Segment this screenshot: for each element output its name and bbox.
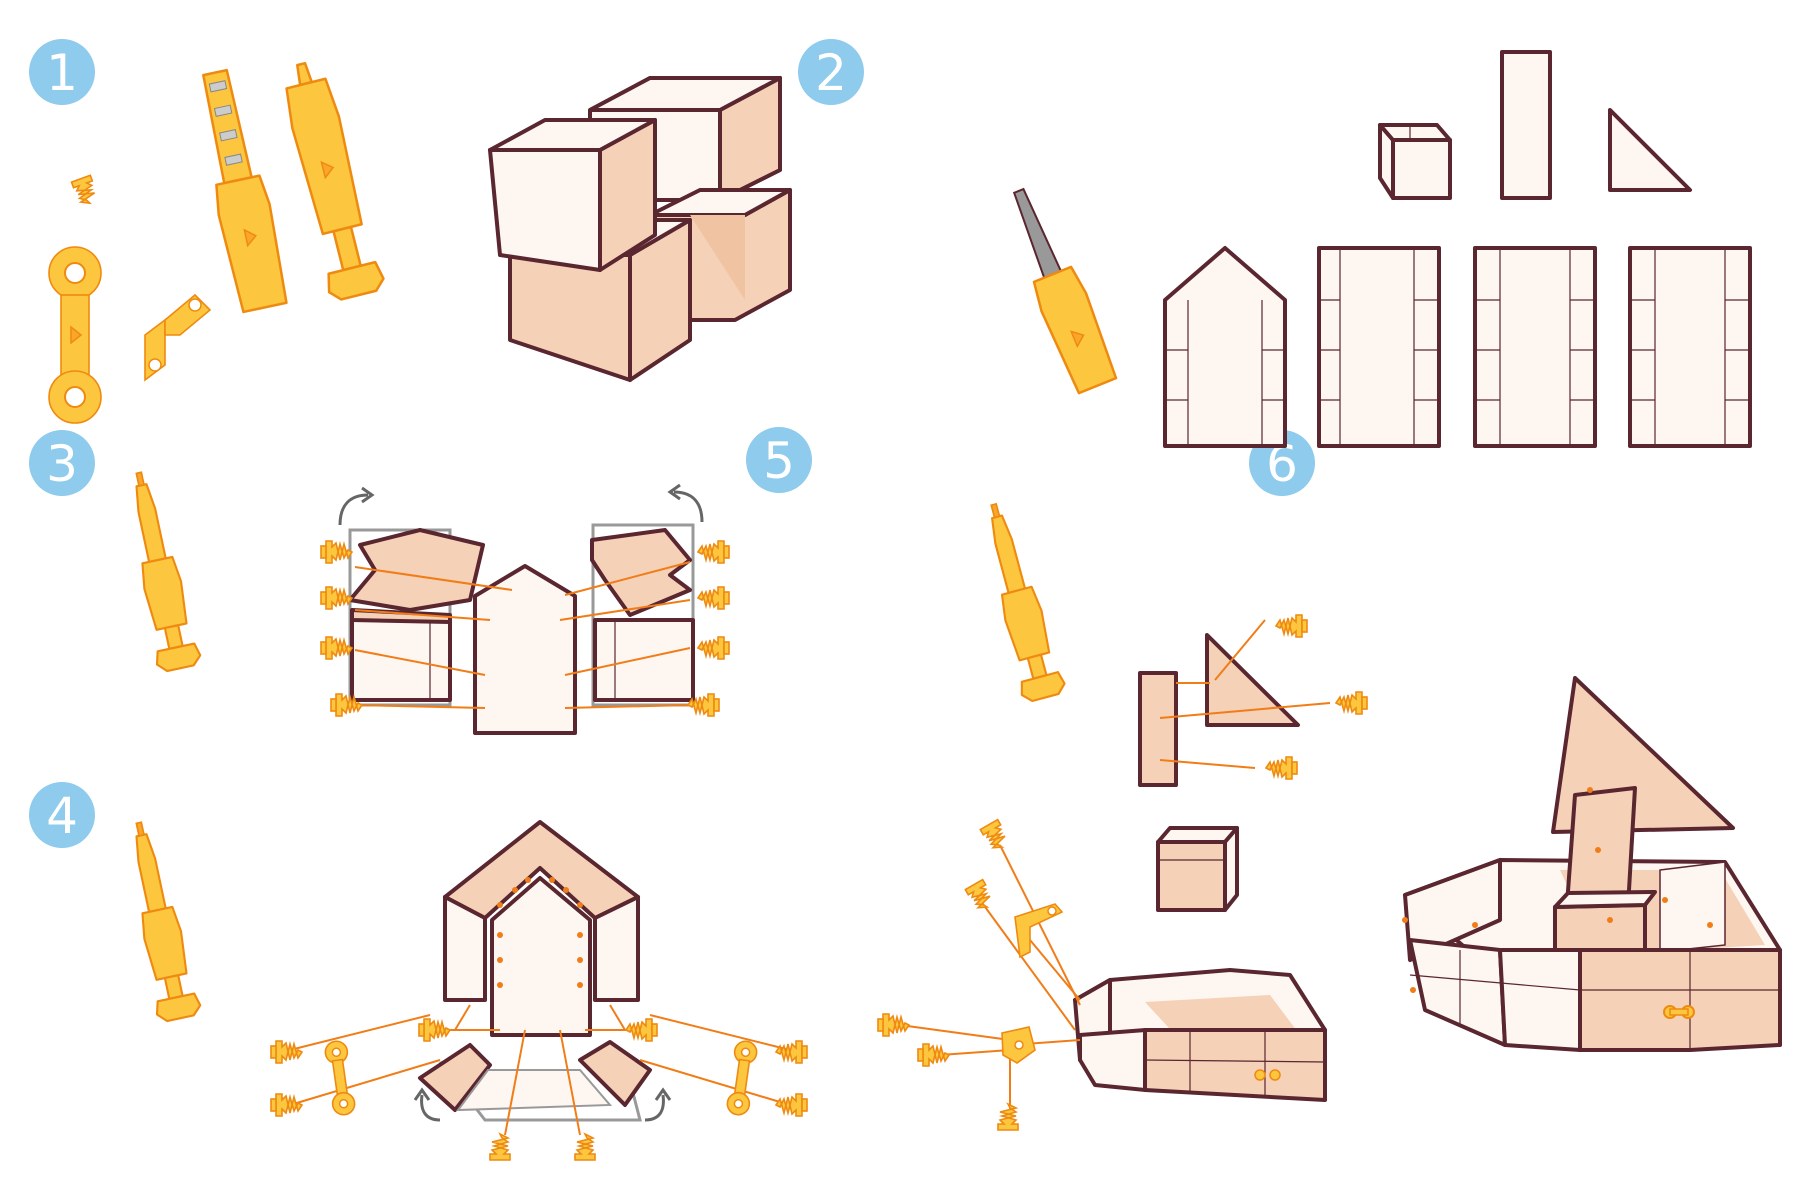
rotate-arrow-icon — [673, 490, 704, 523]
step-number: 4 — [46, 787, 78, 845]
screw-pin-icon — [320, 540, 353, 564]
screwdriver-icon — [971, 497, 1068, 705]
screw-pin-icon — [489, 1133, 511, 1161]
guide-lines — [289, 1004, 791, 1136]
screw-pin-icon — [70, 174, 100, 208]
connector-bracket-icon — [323, 1039, 357, 1117]
screw-pin-icon — [1275, 614, 1308, 638]
step-4-badge: 4 — [29, 782, 95, 848]
mast-post — [1138, 671, 1178, 787]
step-number: 1 — [46, 44, 78, 102]
screwdriver-icon — [116, 817, 204, 1024]
screw-pin-icon — [775, 1040, 808, 1064]
step-1-badge: 1 — [29, 39, 95, 105]
screw-pin-icon — [917, 1043, 950, 1067]
screw-pin-icon — [775, 1093, 808, 1117]
corner-bracket-icon — [144, 293, 212, 382]
screw-pin-icon — [418, 1018, 451, 1042]
step-5-assembly — [877, 497, 1368, 1131]
small-cube — [1156, 826, 1239, 912]
triangle-panel — [1608, 108, 1692, 192]
wall-panel — [1473, 246, 1597, 448]
wall-panel — [1628, 246, 1752, 448]
step-3-assembly — [116, 467, 730, 735]
screw-pin-icon — [270, 1040, 303, 1064]
rotate-arrow-icon — [338, 493, 369, 526]
house-panel — [490, 876, 592, 1037]
screwdriver-icon — [285, 61, 385, 301]
guide-lines — [1159, 619, 1331, 769]
step-1-parts — [48, 61, 792, 424]
tall-bar — [1500, 50, 1552, 200]
house-panel — [1163, 246, 1287, 448]
screwdriver-icon — [202, 68, 288, 314]
connector-bracket-icon — [725, 1039, 759, 1117]
screw-pin-icon — [1265, 756, 1298, 780]
rotate-arrow-icon — [644, 1094, 665, 1122]
corner-bracket-icon — [1001, 1026, 1036, 1064]
screw-pin-icon — [320, 586, 353, 610]
boat-hull — [1073, 968, 1327, 1102]
corner-bracket-icon — [1014, 903, 1064, 959]
step-6-finished-boat — [1402, 676, 1782, 1052]
screw-pin-icon — [997, 1103, 1019, 1131]
step-number: 3 — [46, 435, 78, 493]
step-5-badge: 5 — [746, 427, 812, 493]
screwdriver-icon — [116, 467, 204, 674]
connector-bracket-icon — [48, 246, 102, 424]
screw-pin-icon — [574, 1133, 596, 1161]
house-panel — [473, 564, 577, 735]
guide-lines — [899, 844, 1081, 1110]
screw-pin-icon — [964, 878, 997, 913]
triangle-panel — [1205, 633, 1300, 727]
step-number: 2 — [815, 44, 847, 102]
block-pile — [488, 76, 792, 382]
step-4-assembly — [116, 817, 808, 1161]
screw-pin-icon — [979, 818, 1012, 853]
screw-pin-icon — [877, 1013, 910, 1037]
screw-pin-icon — [270, 1093, 303, 1117]
step-number: 5 — [763, 432, 795, 490]
wall-panel — [1317, 246, 1441, 448]
rotate-arrow-icon — [420, 1094, 441, 1122]
screw-pin-icon — [625, 1018, 658, 1042]
guide-lines — [354, 561, 691, 709]
connector-bracket-icon — [1663, 1005, 1695, 1019]
step-2-parts — [1012, 50, 1752, 448]
screw-pin-icon — [697, 636, 730, 660]
screw-pin-icon — [320, 636, 353, 660]
step-3-badge: 3 — [29, 430, 95, 496]
screw-pin-icon — [1335, 691, 1368, 715]
screwdriver-icon — [1012, 187, 1118, 395]
small-cube — [1378, 123, 1452, 200]
step-2-badge: 2 — [798, 39, 864, 105]
screw-pin-icon — [697, 540, 730, 564]
screw-pin-icon — [697, 586, 730, 610]
